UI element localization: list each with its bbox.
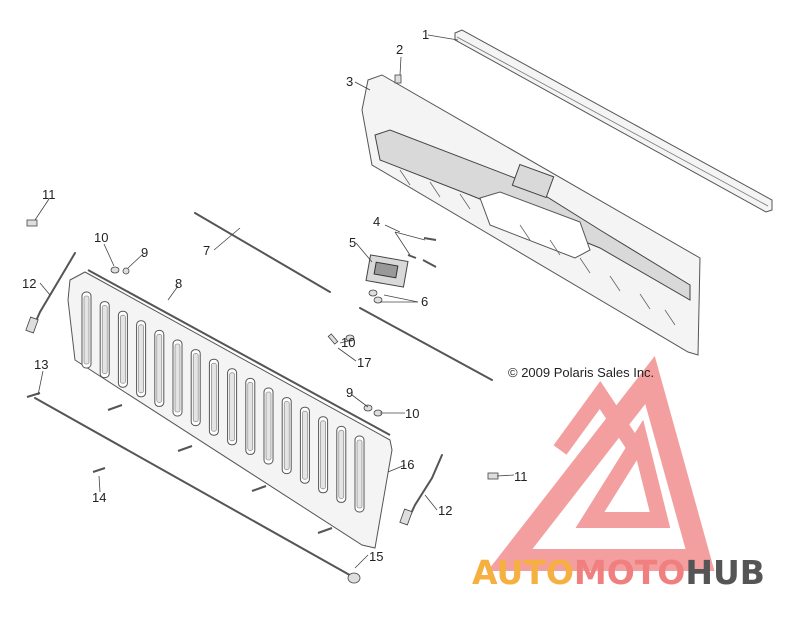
callout-16: 16 xyxy=(400,457,414,472)
tailgate-rib-inner xyxy=(211,362,217,432)
callout-7: 7 xyxy=(203,243,210,258)
top-rail-part xyxy=(454,29,773,213)
callout-13: 13 xyxy=(34,357,48,372)
inner-tailgate-panel xyxy=(361,74,701,356)
tailgate-rib-inner xyxy=(156,334,163,403)
fasteners xyxy=(26,74,499,534)
watermark-moto: MOTO xyxy=(574,553,685,592)
watermark-logo xyxy=(487,355,715,571)
tailgate-rib-inner xyxy=(302,410,308,480)
callout-10-left: 10 xyxy=(94,230,108,245)
tailgate-rib-inner xyxy=(265,391,272,461)
tailgate-rib-inner xyxy=(338,430,345,499)
tailgate-rib-inner xyxy=(120,314,126,384)
tailgate-rib-inner xyxy=(138,324,144,394)
callout-5: 5 xyxy=(349,235,356,250)
tailgate-rib-inner xyxy=(283,401,290,470)
svg-text:AUTOMOTOHUB: AUTOMOTOHUB xyxy=(472,553,765,592)
callout-labels: 1 2 3 4 5 6 7 8 9 9 10 10 10 11 11 12 12… xyxy=(22,27,528,564)
callout-10-right: 10 xyxy=(405,406,419,421)
tailgate-rib-inner xyxy=(320,420,326,490)
callout-8: 8 xyxy=(175,276,182,291)
rod-part-6 xyxy=(359,307,493,381)
watermark-hub: HUB xyxy=(685,553,765,592)
cable-end-left xyxy=(25,316,39,334)
callout-12-right: 12 xyxy=(438,503,452,518)
rod-end-cap xyxy=(347,572,361,584)
latch-handle-part xyxy=(365,254,409,288)
rod-part-15 xyxy=(34,397,356,579)
tailgate-rib-inner xyxy=(174,343,181,413)
callout-14: 14 xyxy=(92,490,106,505)
tailgate-rib-inner xyxy=(192,353,199,422)
callout-10-center: 10 xyxy=(341,335,355,350)
callout-17: 17 xyxy=(357,355,371,370)
callout-1: 1 xyxy=(422,27,429,42)
callout-3: 3 xyxy=(346,74,353,89)
callout-4: 4 xyxy=(373,214,380,229)
tailgate-ribs xyxy=(81,291,365,513)
tailgate-rib-inner xyxy=(247,382,254,451)
copyright-notice: © 2009 Polaris Sales Inc. xyxy=(508,365,654,380)
tailgate-rib-inner xyxy=(229,372,235,442)
tailgate-rib-inner xyxy=(101,305,108,374)
rod-part-7 xyxy=(194,212,331,293)
watermark-text: AUTOMOTOHUB xyxy=(472,553,765,592)
watermark-auto: AUTO xyxy=(472,553,574,592)
tailgate-rib-inner xyxy=(356,439,363,509)
tailgate-rib-inner xyxy=(83,295,90,365)
callout-2: 2 xyxy=(396,42,403,57)
cable-end-right xyxy=(399,508,413,526)
callout-9-lower: 9 xyxy=(346,385,353,400)
leader-lines xyxy=(34,34,515,569)
callout-11-right: 11 xyxy=(514,469,528,484)
callout-6: 6 xyxy=(421,294,428,309)
callout-15: 15 xyxy=(369,549,383,564)
callout-12-left: 12 xyxy=(22,276,36,291)
callout-11-left: 11 xyxy=(42,187,56,202)
callout-9-upper: 9 xyxy=(141,245,148,260)
